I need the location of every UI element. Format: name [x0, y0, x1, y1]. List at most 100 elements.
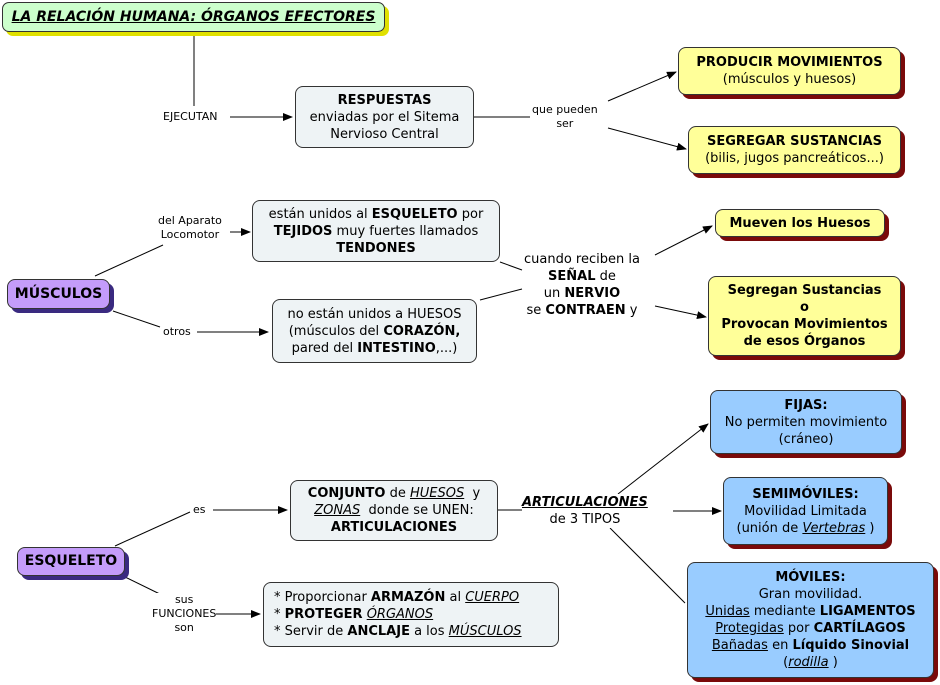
text: ,...)	[435, 340, 458, 356]
link-label-es: es	[193, 503, 206, 517]
text: donde se UNEN:	[360, 503, 474, 518]
node-producir-movimientos[interactable]: PRODUCIR MOVIMIENTOS (músculos y huesos)	[678, 47, 901, 95]
node-segregar-sustancias[interactable]: SEGREGAR SUSTANCIAS (bilis, jugos pancre…	[688, 126, 901, 174]
text: No permiten movimiento	[724, 414, 888, 430]
text: por	[457, 206, 484, 222]
text: pared del	[291, 340, 358, 356]
link-label-cuando-reciben: cuando reciben la SEÑAL de un NERVIO se …	[524, 251, 640, 319]
underlined-term: Unidas	[705, 604, 750, 619]
keyword: INTESTINO	[357, 340, 436, 356]
keyword: NERVIO	[564, 286, 621, 301]
keyword: CARTÍLAGOS	[813, 621, 906, 636]
underlined-term: Vertebras	[802, 520, 866, 536]
edge-esqueleto-es	[114, 511, 191, 547]
text: al	[445, 590, 466, 605]
edge-cuando-mueven	[654, 225, 713, 256]
underlined-term: Bañadas	[711, 638, 768, 653]
text: * Proporcionar	[274, 590, 371, 605]
text: mediante	[749, 604, 820, 619]
link-label-articulaciones: ARTICULACIONES de 3 TIPOS	[522, 494, 648, 528]
underlined-term: (cráneo)	[778, 431, 834, 447]
keyword: ARTICULACIONES	[330, 520, 458, 535]
text: Movilidad Limitada	[744, 503, 867, 519]
node-conjunto[interactable]: CONJUNTO de HUESOS y ZONAS donde se UNEN…	[290, 480, 498, 541]
link-label-line: del Aparato	[158, 214, 222, 227]
edge-musculos-aparato	[94, 244, 164, 277]
keyword: ANCLAJE	[347, 624, 410, 639]
edge-art-moviles	[609, 527, 686, 604]
keyword: LIGAMENTOS	[819, 604, 916, 619]
link-label-que-pueden: que pueden ser	[532, 103, 598, 131]
text: de	[595, 269, 616, 284]
edge-cuando-segregan	[654, 305, 707, 320]
node-fijas[interactable]: FIJAS: No permiten movimiento (cráneo)	[710, 390, 902, 454]
text: (unión de	[736, 520, 803, 536]
edge-quepueden-segregar	[607, 127, 687, 151]
keyword: ARMAZÓN	[370, 590, 446, 605]
text: se	[526, 303, 546, 318]
link-label-line: que pueden	[532, 103, 598, 116]
respuestas-title: RESPUESTAS	[337, 92, 432, 108]
text: por	[783, 621, 814, 636]
text: Provocan Movimientos	[721, 317, 888, 332]
text: )	[865, 520, 875, 536]
text: *	[274, 607, 285, 622]
keyword: Líquido Sinovial	[792, 638, 910, 653]
link-label-ejecutan: EJECUTAN	[163, 110, 218, 124]
node-moviles[interactable]: MÓVILES: Gran movilidad. Unidas mediante…	[687, 562, 934, 678]
node-no-unidos[interactable]: no están unidos a HUESOS (músculos del C…	[272, 299, 477, 363]
node-unidos-esqueleto[interactable]: están unidos al ESQUELETO por TEJIDOS mu…	[252, 200, 500, 262]
node-esqueleto[interactable]: ESQUELETO	[17, 547, 125, 576]
text: (músculos del	[288, 323, 384, 339]
underlined-term: MÚSCULOS	[448, 624, 522, 639]
underlined-term: ZONAS	[314, 503, 361, 518]
text: y	[464, 486, 481, 501]
underlined-term: CUERPO	[465, 590, 520, 605]
underlined-term: Protegidas	[715, 621, 784, 636]
node-musculos[interactable]: MÚSCULOS	[7, 279, 110, 309]
node-semimoviles[interactable]: SEMIMÓVILES: Movilidad Limitada (unión d…	[723, 477, 888, 545]
text: no están unidos a HUESOS	[287, 306, 462, 322]
keyword: CORAZÓN,	[383, 323, 461, 339]
text: muy fuertes llamados	[332, 223, 479, 239]
edge-unidos-cuando	[499, 261, 523, 271]
title-text: LA RELACIÓN HUMANA: ÓRGANOS EFECTORES	[11, 8, 376, 25]
musculos-label: MÚSCULOS	[14, 285, 103, 302]
node-funciones[interactable]: * Proporcionar ARMAZÓN al CUERPO * PROTE…	[263, 582, 559, 647]
text: o	[800, 300, 809, 315]
text: (	[783, 655, 789, 670]
keyword: CONJUNTO	[307, 486, 386, 501]
link-label-line: Locomotor	[160, 228, 220, 241]
keyword: PROTEGER	[284, 607, 363, 622]
respuestas-line3: Nervioso Central	[330, 126, 439, 142]
edge-nounidos-cuando	[479, 288, 523, 301]
underlined-term: rodilla	[788, 655, 829, 670]
link-label-line: sus	[174, 593, 194, 606]
text: y	[625, 303, 638, 318]
keyword: SEÑAL	[548, 269, 596, 284]
link-label-line: cuando reciben la	[524, 252, 640, 267]
underlined-term: HUESOS	[409, 486, 465, 501]
link-label-otros: otros	[163, 325, 191, 339]
text: )	[828, 655, 838, 670]
text: SEMIMÓVILES:	[752, 486, 859, 502]
node-respuestas[interactable]: RESPUESTAS enviadas por el Sitema Nervio…	[295, 86, 474, 148]
text: Gran movilidad.	[758, 587, 863, 602]
edge-art-fijas	[617, 423, 709, 495]
producir-sub: (músculos y huesos)	[722, 72, 857, 87]
keyword: TEJIDOS	[273, 223, 333, 239]
text: de	[385, 486, 410, 501]
node-segregan-provocan[interactable]: Segregan Sustancias o Provocan Movimient…	[708, 276, 901, 356]
underlined-term: ÓRGANOS	[366, 607, 434, 622]
segregar-sub: (bilis, jugos pancreáticos...)	[705, 151, 884, 166]
node-mueven-huesos[interactable]: Mueven los Huesos	[715, 209, 885, 237]
edge-quepueden-producir	[607, 71, 677, 102]
mueven-label: Mueven los Huesos	[729, 215, 871, 231]
respuestas-line2: enviadas por el Sitema	[309, 109, 460, 125]
segregar-title: SEGREGAR SUSTANCIAS	[707, 134, 882, 149]
text: FIJAS:	[784, 397, 828, 413]
keyword: TENDONES	[336, 240, 416, 256]
title-node[interactable]: LA RELACIÓN HUMANA: ÓRGANOS EFECTORES	[2, 2, 385, 32]
link-label-line: FUNCIONES	[152, 607, 217, 620]
